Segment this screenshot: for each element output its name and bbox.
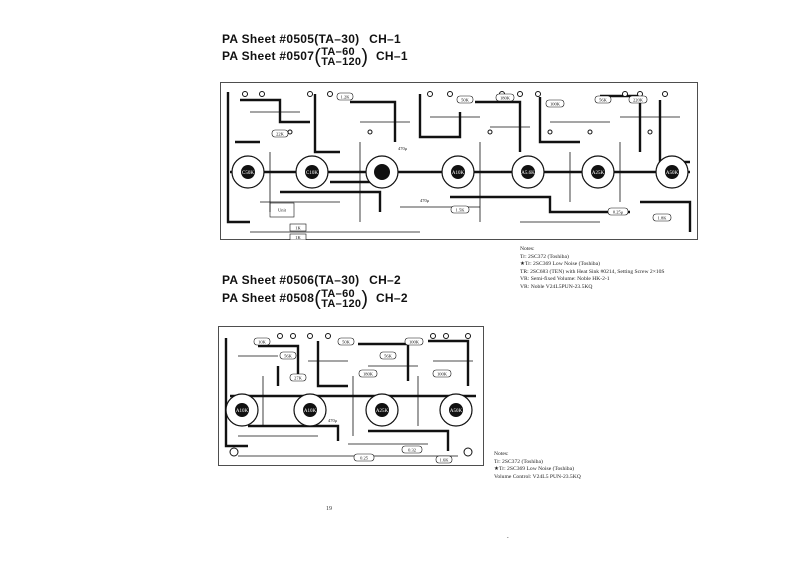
notes-title: Notes:	[494, 451, 509, 457]
svg-text:100K: 100K	[550, 102, 561, 107]
svg-text:50K: 50K	[461, 98, 470, 103]
notes-line: ★Tr: 2SC369 Low Noise (Toshiba)	[494, 466, 574, 473]
pot-label: A10K	[304, 409, 317, 414]
notes-line: Tr: 2SC372 (Toshiba)	[494, 458, 543, 465]
board1-component-labels: 1.2K 50K 180K 100K 56K 220K 22K 1.8K 0.2…	[269, 92, 672, 240]
svg-text:1.2K: 1.2K	[341, 95, 351, 100]
sheet-model: #0505(TA–30)	[279, 32, 360, 46]
pot-label: A5.6K	[521, 171, 535, 176]
svg-text:50K: 50K	[342, 340, 351, 345]
board2-component-labels: 10K 56K 50K 100K 27K 180K 56K 100K 0.25 …	[253, 337, 453, 464]
pot-label: A25K	[376, 409, 389, 414]
header-line-ch2-a: PA Sheet #0506(TA–30) CH–2	[222, 274, 401, 287]
svg-text:10K: 10K	[258, 340, 267, 345]
sheet-label: PA Sheet	[222, 49, 276, 64]
pot-label: A50K	[666, 171, 679, 176]
pot-circle: A5.6K	[511, 155, 545, 189]
notes-ch2: Notes: Tr: 2SC372 (Toshiba) ★Tr: 2SC369 …	[494, 451, 581, 481]
svg-text:0.25μ: 0.25μ	[613, 210, 624, 215]
board2-pads	[229, 333, 473, 457]
notes-line: ★Tr: 2SC369 Low Noise (Toshiba)	[520, 261, 600, 268]
pot-label: A10K	[452, 171, 465, 176]
svg-text:56K: 56K	[599, 98, 608, 103]
sheet-variant: TA–120	[321, 56, 362, 68]
sheet-label: PA Sheet	[222, 291, 276, 306]
board-outline	[220, 82, 698, 240]
svg-text:220K: 220K	[633, 98, 644, 103]
svg-text:27K: 27K	[294, 376, 303, 381]
svg-text:1.8K: 1.8K	[658, 216, 668, 221]
board2-thin-traces	[238, 355, 473, 457]
pot-circle: C50K	[231, 155, 265, 189]
sheet-model: #0508	[279, 291, 315, 306]
svg-text:100K: 100K	[409, 340, 420, 345]
pot-circle: A50K	[439, 393, 473, 427]
header-line-ch1-a: PA Sheet #0505(TA–30) CH–1	[222, 33, 401, 46]
svg-text:470μ: 470μ	[420, 198, 430, 203]
svg-text:1.6K: 1.6K	[440, 458, 450, 463]
notes-ch1: Notes: Tr: 2SC372 (Toshiba) ★Tr: 2SC369 …	[520, 246, 665, 292]
pot-label: A10K	[236, 409, 249, 414]
sheet-channel: CH–1	[369, 32, 402, 46]
pcb-layout-ch1: C50K C10K A10K A5.6K A25K A50K 1.2K 50K …	[220, 82, 698, 240]
pot-circle: A10K	[441, 155, 475, 189]
svg-text:100K: 100K	[437, 372, 448, 377]
pot-circle: C10K	[295, 155, 329, 189]
sheet-variant: TA–120	[321, 298, 362, 310]
pot-circle: A10K	[293, 393, 327, 427]
notes-line: VR: Noble V24L5PUN-23.5KQ	[520, 283, 593, 290]
board2-traces	[224, 338, 476, 451]
board2-pots: A10K A10K A25K A50K	[225, 393, 473, 427]
pot-label: C50K	[242, 171, 254, 176]
svg-text:470μ: 470μ	[398, 146, 408, 151]
svg-text:Unit: Unit	[278, 208, 287, 213]
svg-text:1.5K: 1.5K	[456, 208, 466, 213]
svg-text:0.25: 0.25	[360, 456, 369, 461]
sheet-channel: CH–2	[369, 273, 402, 287]
pot-label: A25K	[592, 171, 605, 176]
pot-circle	[365, 155, 399, 189]
svg-text:0.32: 0.32	[408, 448, 416, 453]
board1-thin-traces	[250, 111, 680, 233]
page-number: 19	[326, 506, 332, 512]
sheet-variant: TA–60	[321, 46, 355, 58]
board1-pots: C50K C10K A10K A5.6K A25K A50K	[231, 155, 689, 189]
notes-line: Volume Control: V24L5 PUN-23.5KQ	[494, 473, 581, 480]
pcb-layout-ch2: A10K A10K A25K A50K 10K 56K 50K 100K 27K…	[218, 326, 484, 466]
sheet-label: PA Sheet	[222, 273, 276, 287]
notes-title: Notes:	[520, 246, 535, 252]
svg-text:56K: 56K	[284, 354, 293, 359]
sheet-channel: CH–2	[375, 291, 408, 306]
sheet-variant: TA–60	[321, 288, 355, 300]
svg-text:1K: 1K	[295, 235, 301, 240]
pot-circle: A50K	[655, 155, 689, 189]
svg-text:22K: 22K	[276, 132, 285, 137]
sheet-model: #0507	[279, 49, 315, 64]
svg-text:56K: 56K	[384, 354, 393, 359]
sheet-channel: CH–1	[375, 49, 408, 64]
svg-text:470μ: 470μ	[328, 418, 338, 423]
sheet-model: #0506(TA–30)	[279, 273, 360, 287]
pot-label: A50K	[450, 409, 463, 414]
notes-line: VR: Semi-fixed Volume: Noble HK-2-1	[520, 276, 610, 283]
sheet-label: PA Sheet	[222, 32, 276, 46]
scan-mark: ˘	[507, 537, 509, 543]
pot-label: C10K	[306, 171, 318, 176]
svg-text:180K: 180K	[500, 96, 511, 101]
svg-text:1K: 1K	[295, 226, 301, 231]
pot-circle: A10K	[225, 393, 259, 427]
board-outline	[218, 326, 484, 466]
notes-line: Tr: 2SC372 (Toshiba)	[520, 253, 569, 260]
pot-circle: A25K	[365, 393, 399, 427]
pot-circle: A25K	[581, 155, 615, 189]
notes-line: TR: 2SC683 (TEN) with Heat Sink #0214, S…	[520, 268, 665, 275]
svg-text:180K: 180K	[363, 372, 374, 377]
